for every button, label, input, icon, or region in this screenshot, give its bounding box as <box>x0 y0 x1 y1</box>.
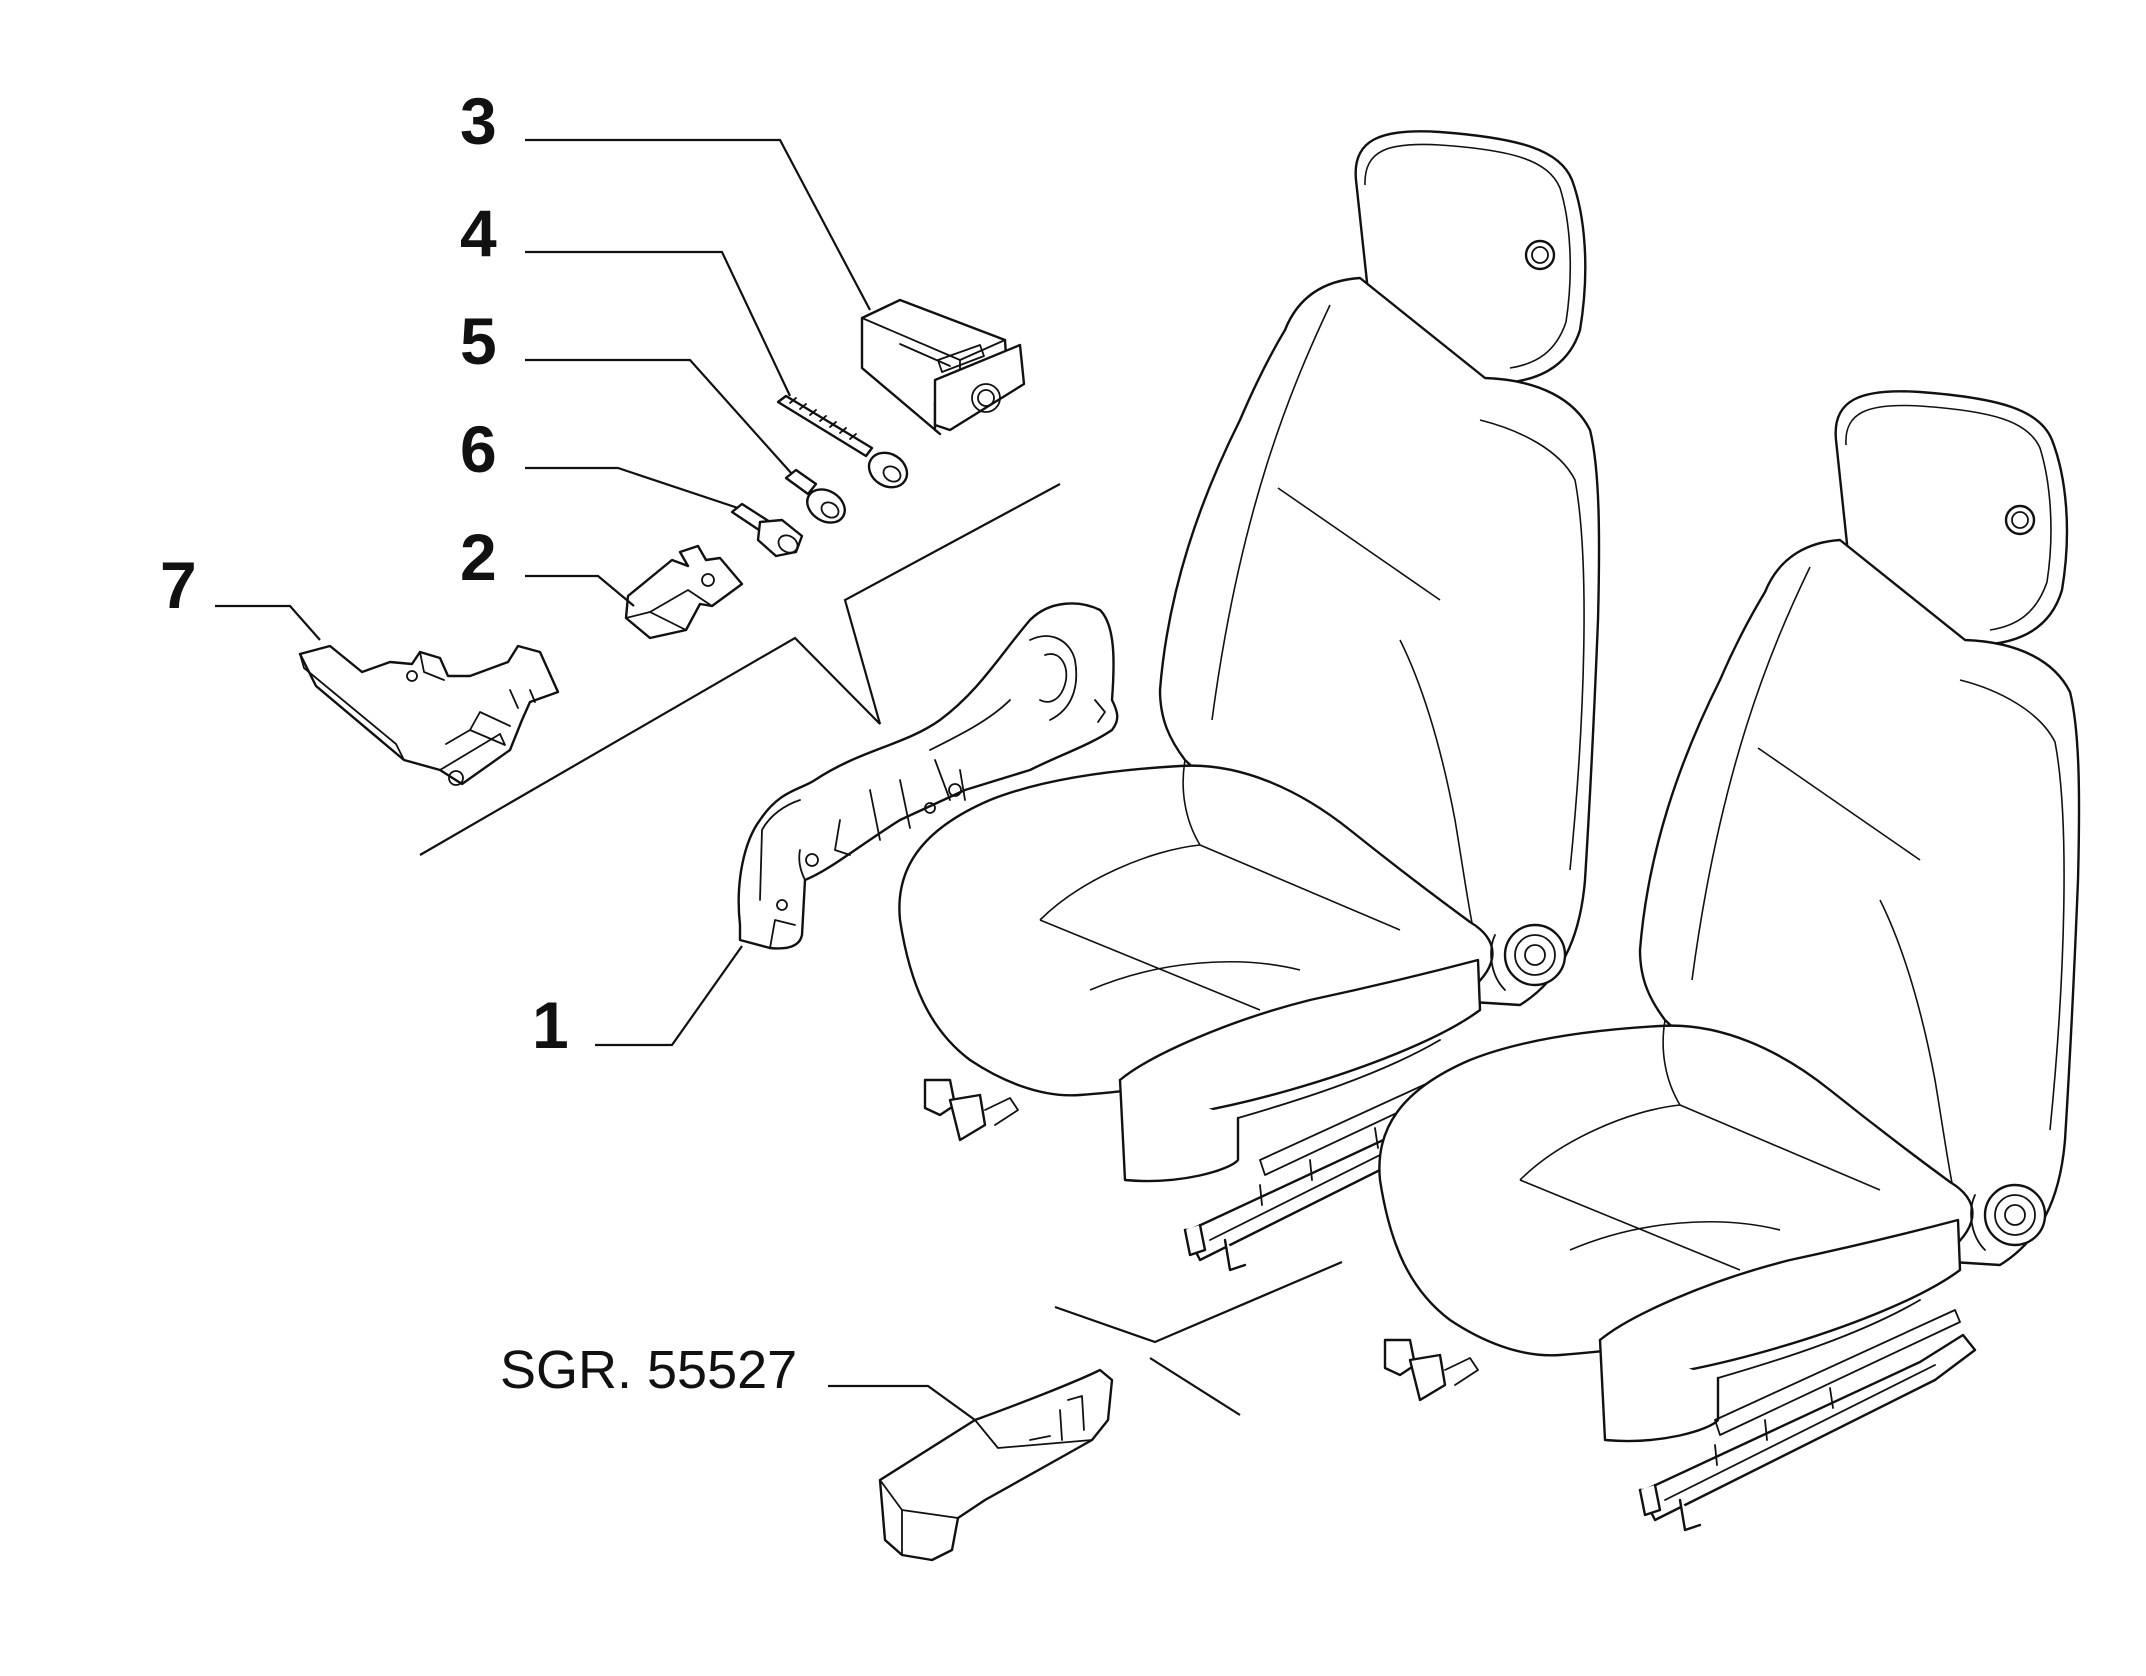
seat-left <box>898 130 1601 1272</box>
part-sgr-55527-cover <box>878 1368 1114 1562</box>
callout-1: 1 <box>532 988 569 1062</box>
callout-7: 7 <box>160 548 197 622</box>
callout-3: 3 <box>460 84 497 158</box>
part-4-long-screw <box>776 394 909 489</box>
part-6-socket-screw <box>730 502 804 558</box>
leader-sgr <box>828 1384 976 1421</box>
leader-1 <box>595 945 743 1047</box>
callout-6: 6 <box>460 412 497 486</box>
leader-6 <box>525 466 739 510</box>
part-3-switch-housing <box>860 298 1026 436</box>
callout-4: 4 <box>460 196 497 270</box>
leader-3 <box>525 138 871 311</box>
leader-4 <box>525 250 791 397</box>
reference-label-sgr: SGR. 55527 <box>500 1340 797 1400</box>
part-2-bracket <box>624 544 744 640</box>
leader-2 <box>525 574 635 607</box>
seat-right <box>1378 390 2081 1532</box>
callout-2: 2 <box>460 520 497 594</box>
part-7-mounting-plate <box>298 644 560 786</box>
callout-labels: 3 4 5 6 2 7 1 SGR. 55527 <box>160 84 797 1400</box>
section-cut-lines <box>419 483 1343 1416</box>
leader-lines <box>215 138 976 1421</box>
callout-5: 5 <box>460 304 497 378</box>
leader-5 <box>525 358 793 475</box>
leader-7 <box>215 604 321 641</box>
part-5-short-bolt <box>784 468 846 524</box>
part-1-side-trim <box>737 602 1119 950</box>
